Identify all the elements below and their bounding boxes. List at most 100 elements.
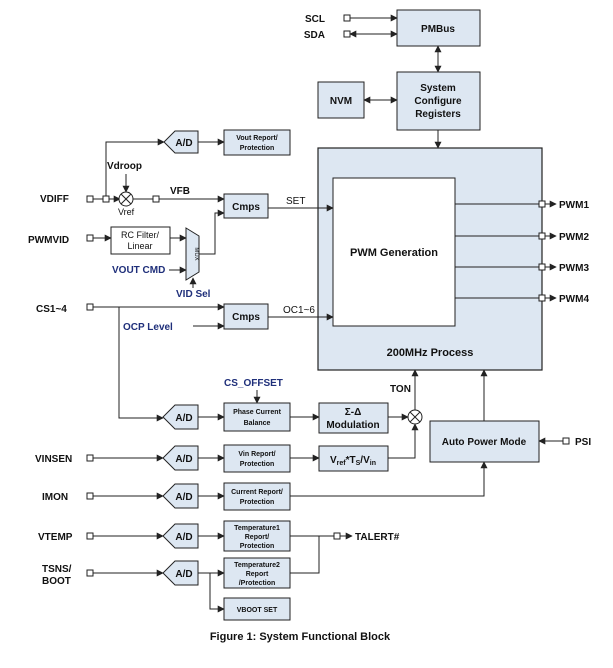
pin-tsns (86, 569, 94, 577)
temperature2-label-1: Temperature2 (234, 562, 280, 569)
ad-label-vin: A/D (175, 454, 192, 465)
phase-current-balance-label-2: Balance (244, 420, 271, 427)
nvm-block (317, 81, 365, 119)
vout-report-label-2: Protection (240, 145, 275, 152)
vboot-set-block (223, 597, 291, 621)
sigma-delta-label-2: Modulation (326, 420, 379, 431)
temperature2-label-3: /Protection (239, 580, 276, 587)
vout-report-block (223, 129, 291, 156)
pin-scl (343, 14, 351, 22)
pwm-generation-block (332, 177, 456, 327)
pin-talert (333, 532, 341, 540)
auto-power-mode-label: Auto Power Mode (442, 437, 527, 448)
pin-label-cs: CS1~4 (36, 304, 67, 315)
summing-junction-vfb (118, 191, 134, 207)
vid-mux (185, 227, 200, 281)
rc-filter-label-2: Linear (127, 241, 152, 251)
pin-label-pwm3: PWM3 (559, 263, 589, 274)
ad-converter-cs (162, 404, 199, 430)
vref-ts-vin-block (318, 445, 389, 472)
pin-psi (562, 437, 570, 445)
pin-vfb-node (152, 195, 160, 203)
vdroop-label: Vdroop (107, 161, 142, 172)
ad-converter-imon (162, 483, 199, 509)
mux-label: MUX (193, 247, 199, 260)
system-configure-registers-block (396, 71, 481, 131)
ad-converter-vtemp (162, 523, 199, 549)
pin-label-tsns-1: TSNS/ (42, 564, 72, 575)
pin-pwmvid (86, 234, 94, 242)
rc-filter-label-1: RC Filter/ (121, 230, 159, 240)
pin-sda (343, 30, 351, 38)
temperature1-label-1: Temperature1 (234, 525, 280, 532)
pin-label-pwmvid: PWMVID (28, 235, 69, 246)
sigma-delta-modulation-block (318, 402, 389, 434)
current-report-label-1: Current Report/ (231, 489, 283, 496)
pin-label-pwm4: PWM4 (559, 294, 589, 305)
auto-power-mode-block (429, 420, 540, 463)
ad-converter-vin (162, 445, 199, 471)
pin-vtemp (86, 532, 94, 540)
pin-label-tsns-2: BOOT (42, 576, 71, 587)
system-configure-label-1: System (420, 83, 456, 94)
pin-vdiff (86, 195, 94, 203)
vout-report-label-1: Vout Report/ (236, 135, 278, 142)
comparator-oc-label: Cmps (232, 312, 260, 323)
pin-pwm2 (538, 232, 546, 240)
vin-report-label-2: Protection (240, 461, 275, 468)
set-label: SET (286, 196, 305, 207)
pin-label-psi: PSI (575, 437, 591, 448)
rc-filter-block (110, 226, 171, 255)
pin-vdiff-node (102, 195, 110, 203)
pmbus-label: PMBus (421, 24, 455, 35)
current-report-block (223, 482, 291, 511)
vid-sel-label: VID Sel (176, 289, 211, 300)
comparator-set-block (223, 193, 269, 219)
ad-label-cs: A/D (175, 413, 192, 424)
ad-converter-vout (163, 130, 199, 154)
pin-label-vinsen: VINSEN (35, 454, 72, 465)
phase-current-balance-label-1: Phase Current (233, 409, 282, 416)
vboot-set-label: VBOOT SET (237, 607, 278, 614)
pin-label-sda: SDA (304, 30, 325, 41)
pin-label-imon: IMON (42, 492, 68, 503)
pin-label-talert: TALERT# (355, 532, 400, 543)
pin-label-pwm2: PWM2 (559, 232, 589, 243)
ad-converter-tsns (162, 560, 199, 586)
temperature2-label-2: Report (246, 571, 269, 578)
vref-label: Vref (118, 207, 135, 217)
pin-label-scl: SCL (305, 14, 325, 25)
pin-cs (86, 303, 94, 311)
vin-report-label-1: Vin Report/ (238, 451, 275, 458)
pin-label-vdiff: VDIFF (40, 194, 69, 205)
cs-offset-label: CS_OFFSET (224, 378, 283, 389)
temperature1-label-3: Protection (240, 543, 275, 550)
pin-pwm3 (538, 263, 546, 271)
comparator-set-label: Cmps (232, 202, 260, 213)
ocp-level-label: OCP Level (123, 322, 173, 333)
ad-label-vtemp: A/D (175, 532, 192, 543)
pin-vinsen (86, 454, 94, 462)
pin-pwm4 (538, 294, 546, 302)
vout-cmd-label: VOUT CMD (112, 265, 165, 276)
system-configure-label-3: Registers (415, 109, 461, 120)
pin-label-vtemp: VTEMP (38, 532, 73, 543)
process-label: 200MHz Process (387, 347, 474, 359)
phase-current-balance-block (223, 402, 291, 432)
pmbus-block (396, 9, 481, 47)
summing-junction-ton (407, 409, 423, 425)
nvm-label: NVM (330, 96, 352, 107)
ad-label-imon: A/D (175, 492, 192, 503)
system-configure-label-2: Configure (414, 96, 462, 107)
vfb-label: VFB (170, 186, 190, 197)
ad-label-vout: A/D (175, 138, 192, 149)
pin-pwm1 (538, 200, 546, 208)
oc-label: OC1~6 (283, 305, 315, 316)
ad-label-tsns: A/D (175, 569, 192, 580)
vin-report-block (223, 444, 291, 473)
ton-label: TON (390, 384, 411, 395)
pwm-generation-label: PWM Generation (350, 247, 438, 259)
sigma-delta-label-1: Σ-Δ (345, 407, 362, 418)
pin-imon (86, 492, 94, 500)
